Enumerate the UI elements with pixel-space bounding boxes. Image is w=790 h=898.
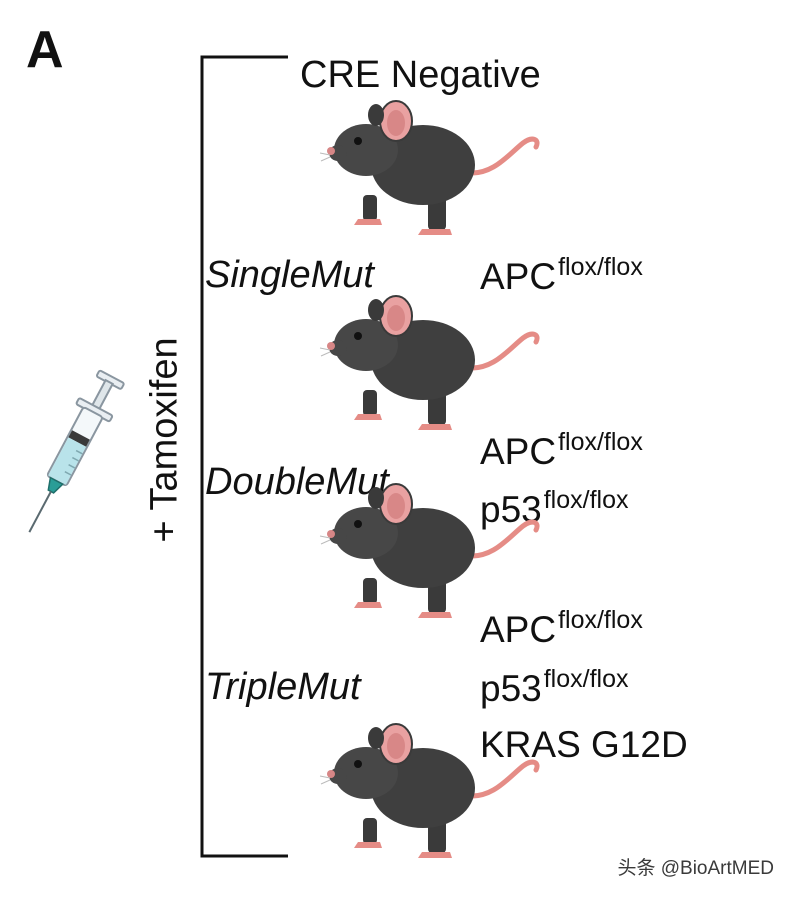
allele-superscript: flox/flox xyxy=(558,253,643,281)
mouse-icon xyxy=(318,95,548,260)
genotype-line: p53flox/flox xyxy=(480,665,629,709)
panel-label: A xyxy=(26,21,64,79)
genotype-line: APCflox/flox xyxy=(480,428,643,472)
group-name-singlemut: SingleMut xyxy=(205,254,374,296)
genotype-line: APCflox/flox xyxy=(480,606,643,650)
genotype-line: KRAS G12D xyxy=(480,726,688,763)
gene-name: APC xyxy=(480,256,557,297)
allele-superscript: flox/flox xyxy=(543,486,629,514)
watermark: 头条 @BioArtMED xyxy=(617,858,774,879)
mouse-icon xyxy=(318,718,548,883)
gene-name: KRAS G12D xyxy=(480,724,688,765)
control-label: CRE Negative xyxy=(300,54,541,96)
syringe-icon xyxy=(28,369,125,533)
allele-superscript: flox/flox xyxy=(558,606,643,634)
group-bracket xyxy=(200,55,288,858)
group-name-doublemut: DoubleMut xyxy=(205,461,389,503)
gene-name: APC xyxy=(480,431,557,472)
gene-name: APC xyxy=(480,609,557,650)
gene-name: p53 xyxy=(480,668,542,709)
treatment-label: + Tamoxifen xyxy=(143,337,186,543)
group-name-triplemut: TripleMut xyxy=(205,666,361,708)
allele-superscript: flox/flox xyxy=(558,428,643,456)
genotype-line: APCflox/flox xyxy=(480,253,643,297)
allele-superscript: flox/flox xyxy=(543,665,629,693)
